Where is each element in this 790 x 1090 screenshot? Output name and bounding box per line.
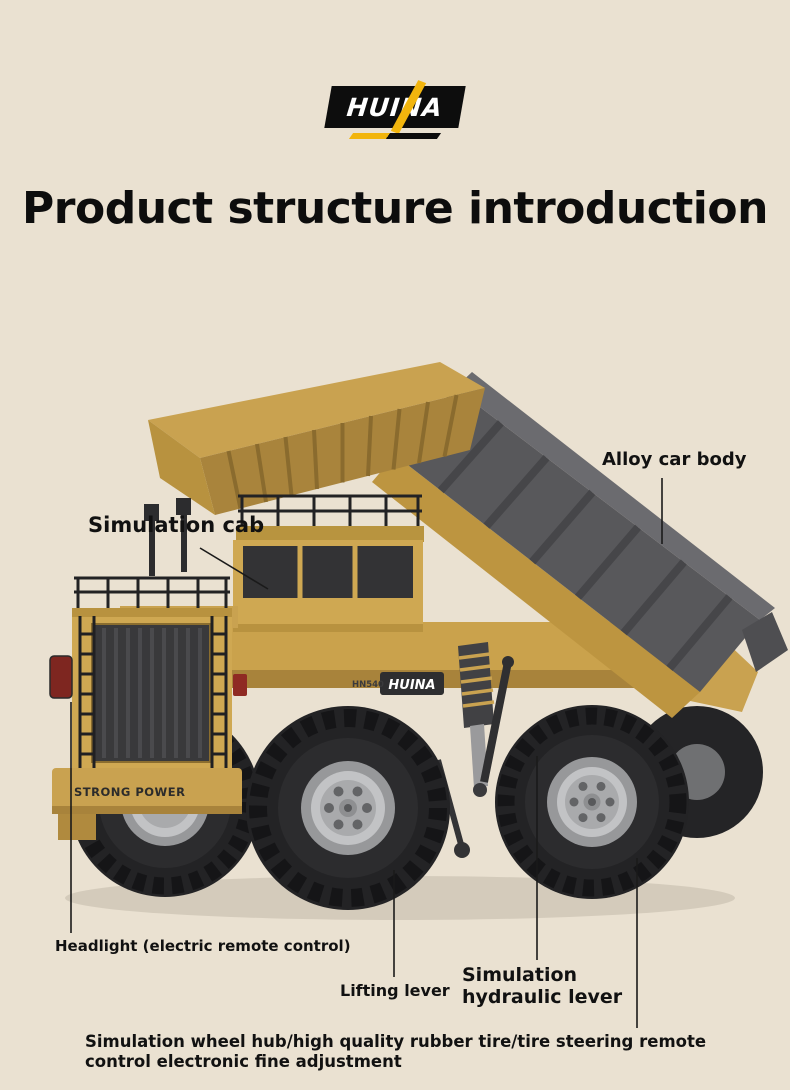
front-body: STRONG POWER — [49, 576, 242, 840]
ladder-right — [210, 616, 228, 788]
side-decals: HUINA HN540 — [352, 672, 444, 695]
label-lifting-lever: Lifting lever — [340, 981, 450, 1000]
label-headlight: Headlight (electric remote control) — [55, 937, 351, 955]
label-hydraulic-lever: Simulation hydraulic lever — [462, 964, 623, 1009]
brand-logo: HUINA — [324, 80, 466, 139]
product-image-dump-truck: HUINA HN540 STRONG POWER — [49, 362, 788, 920]
dump-bed — [372, 372, 788, 718]
label-alloy-car-body: Alloy car body — [602, 449, 747, 470]
decal-bumper: STRONG POWER — [74, 785, 185, 799]
bed-canopy — [148, 362, 485, 515]
decal-model: HN540 — [352, 680, 384, 690]
cab-marker-lamp — [233, 674, 247, 696]
wheel-middle-left — [246, 706, 450, 910]
label-simulation-cab: Simulation cab — [88, 513, 265, 537]
brand-logo-text: HUINA — [345, 92, 445, 122]
wheel-rear-left — [495, 705, 689, 899]
brand-logo-box: HUINA — [324, 80, 466, 134]
decal-brand: HUINA — [388, 678, 435, 693]
ladder-left — [78, 616, 96, 788]
label-wheel-note: Simulation wheel hub/high quality rubber… — [85, 1032, 707, 1072]
page-title: Product structure introduction — [22, 183, 768, 234]
headlight — [49, 655, 73, 699]
brand-logo-underline — [348, 133, 442, 139]
